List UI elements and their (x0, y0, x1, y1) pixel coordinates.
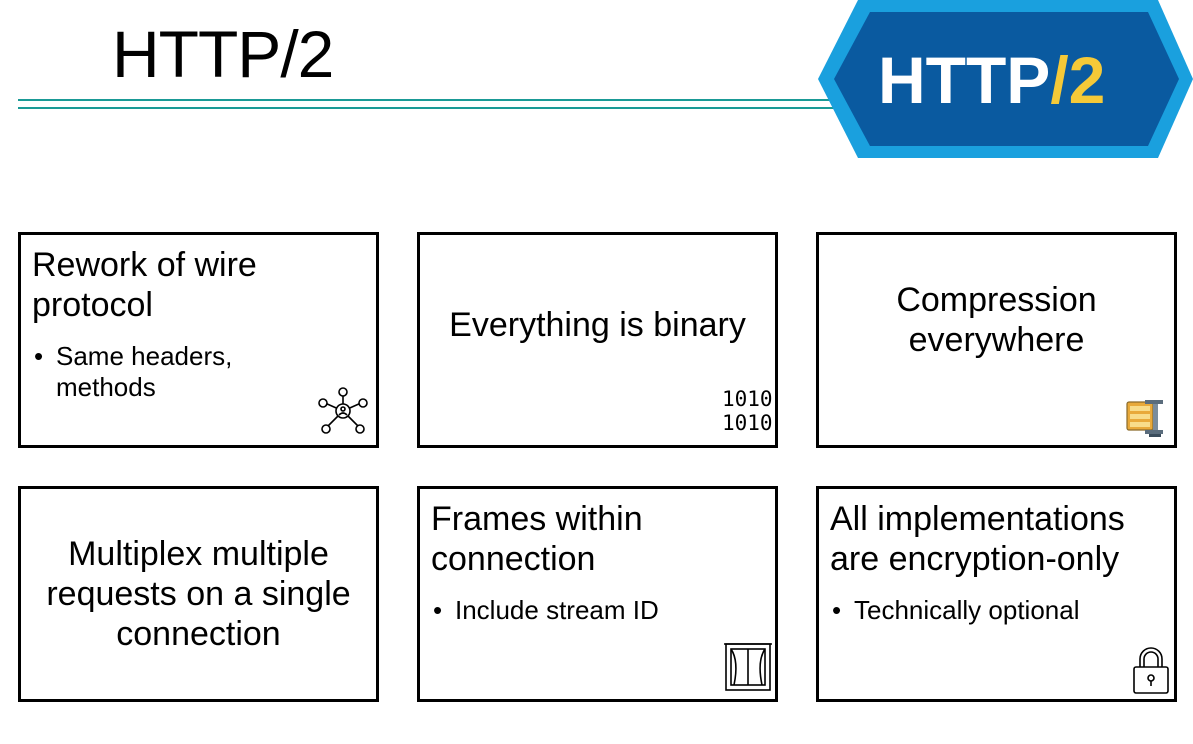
card-wire-protocol: Rework of wire protocol Same headers, me… (18, 232, 379, 448)
card-heading: Everything is binary (449, 306, 746, 344)
padlock-icon (1133, 647, 1169, 694)
card-bullet: Technically optional (832, 595, 1079, 626)
svg-text:HTTP/2: HTTP/2 (878, 43, 1105, 117)
binary-icon: 1010 1010 (722, 387, 773, 435)
card-bullet: Same headers, methods (34, 341, 296, 403)
title-divider-top (18, 99, 848, 101)
http2-logo: HTTP/2 (818, 0, 1193, 158)
title-divider-bottom (18, 107, 848, 109)
card-compression: Compression everywhere (816, 232, 1177, 448)
card-heading: All implementations are encryption-only (830, 500, 1125, 578)
logo-text-http: HTTP (878, 43, 1050, 117)
card-bullet: Include stream ID (433, 595, 659, 626)
card-heading: Compression everywhere (896, 281, 1097, 359)
card-heading: Rework of wire protocol (32, 246, 257, 324)
network-hub-icon (318, 387, 368, 434)
logo-text-two: /2 (1050, 43, 1105, 117)
page-title: HTTP/2 (112, 17, 334, 91)
card-multiplex: Multiplex multiple requests on a single … (18, 486, 379, 702)
binary-line: 1010 (722, 387, 773, 411)
card-encryption: All implementations are encryption-only … (816, 486, 1177, 702)
card-binary: Everything is binary 1010 1010 (417, 232, 778, 448)
binary-line: 1010 (722, 411, 773, 435)
card-heading: Multiplex multiple requests on a single … (46, 535, 351, 653)
window-frame-icon (724, 643, 772, 691)
card-heading: Frames within connection (431, 500, 643, 578)
card-frames: Frames within connection Include stream … (417, 486, 778, 702)
compress-archive-icon (1126, 400, 1163, 437)
